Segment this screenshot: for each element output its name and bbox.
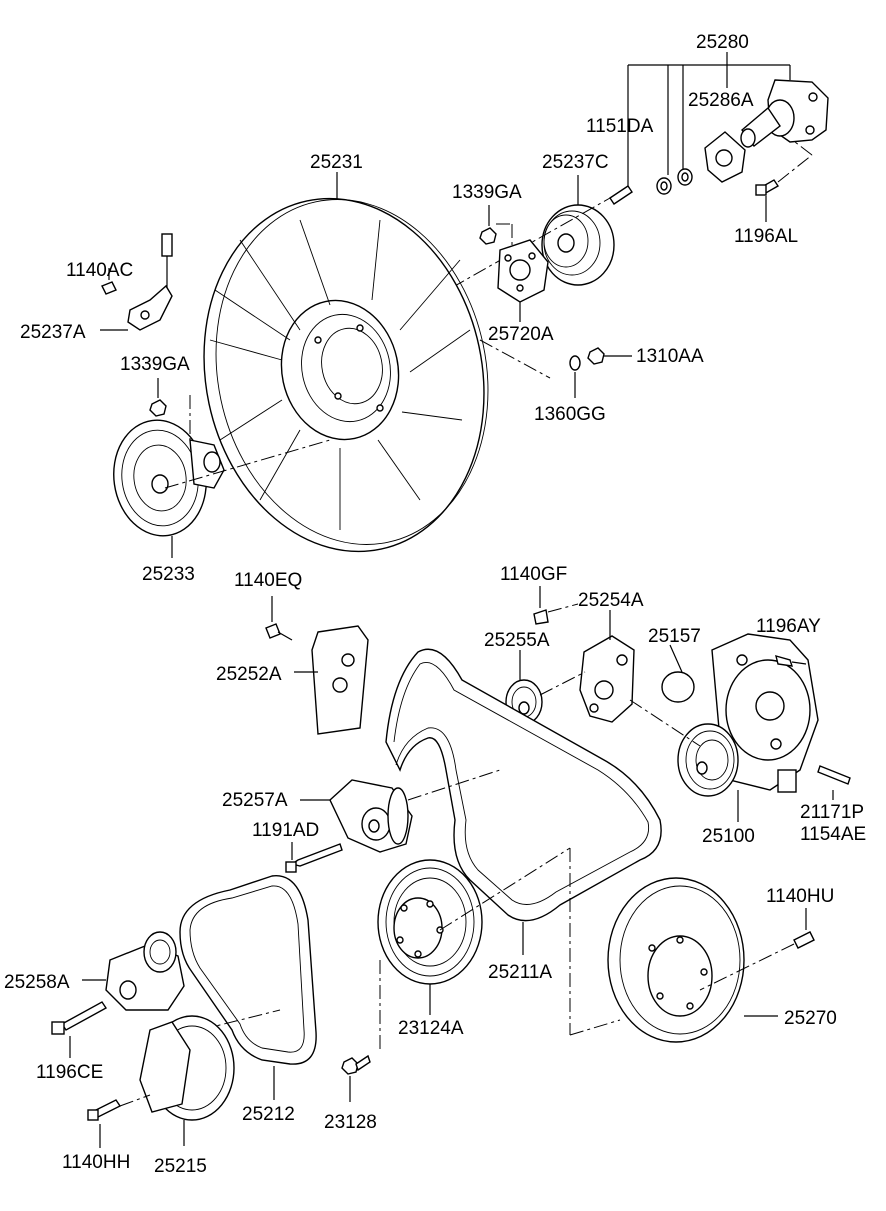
label-25286A: 25286A <box>688 90 754 111</box>
label-1196CE: 1196CE <box>36 1062 103 1083</box>
label-25258A: 25258A <box>4 972 70 993</box>
fan-25231 <box>203 172 489 553</box>
part-labels: 25280 25286A 1151DA 25231 25237C 1339GA … <box>4 32 866 1177</box>
label-25233: 25233 <box>142 564 195 585</box>
label-23124A: 23124A <box>398 1018 464 1039</box>
bracket-25720A <box>479 205 549 322</box>
crank-pulley-23124A <box>341 847 621 1102</box>
fan-clutch-25233 <box>113 378 331 558</box>
label-25237A: 25237A <box>20 322 86 343</box>
label-25252A: 25252A <box>216 664 282 685</box>
label-1360GG: 1360GG <box>534 404 606 425</box>
label-1140GF: 1140GF <box>500 564 567 585</box>
label-1191AD: 1191AD <box>252 820 319 841</box>
label-25280: 25280 <box>696 32 749 53</box>
label-1154AE: 1154AE <box>800 824 866 845</box>
label-25270: 25270 <box>784 1008 837 1029</box>
label-1140AC: 1140AC <box>66 260 133 281</box>
pulley-25258A <box>51 931 185 1058</box>
belt-25211A <box>385 648 662 955</box>
label-25255A: 25255A <box>484 630 550 651</box>
water-pump-25100 <box>629 633 851 822</box>
pulley-25215 <box>87 1015 235 1148</box>
sensor-bracket-25237A <box>100 233 173 331</box>
label-25212: 25212 <box>242 1104 295 1125</box>
label-1140HH: 1140HH <box>62 1152 130 1173</box>
label-1196AY: 1196AY <box>756 616 821 637</box>
label-1140HU: 1140HU <box>766 886 834 907</box>
label-21171P: 21171P <box>800 802 864 823</box>
label-1339GA-left: 1339GA <box>120 354 190 375</box>
tensioner-25257A <box>285 769 501 873</box>
label-25211A: 25211A <box>488 962 552 983</box>
damper-25270 <box>607 877 815 1043</box>
label-1140EQ: 1140EQ <box>234 570 302 591</box>
label-23128: 23128 <box>324 1112 377 1133</box>
bracket-group-25280 <box>609 52 829 222</box>
bracket-25252A <box>265 596 369 735</box>
label-25720A: 25720A <box>488 324 554 345</box>
label-1339GA-top: 1339GA <box>452 182 522 203</box>
label-25215: 25215 <box>154 1156 207 1177</box>
label-25231: 25231 <box>310 152 363 173</box>
label-1310AA: 1310AA <box>636 346 704 367</box>
label-1151DA: 1151DA <box>586 116 654 137</box>
label-25100: 25100 <box>702 826 755 847</box>
fasteners-1310AA-1360GG <box>479 339 632 398</box>
label-25254A: 25254A <box>578 590 644 611</box>
label-25157: 25157 <box>648 626 701 647</box>
label-1196AL: 1196AL <box>734 226 798 247</box>
label-25257A: 25257A <box>222 790 288 811</box>
label-25237C: 25237C <box>542 152 609 173</box>
